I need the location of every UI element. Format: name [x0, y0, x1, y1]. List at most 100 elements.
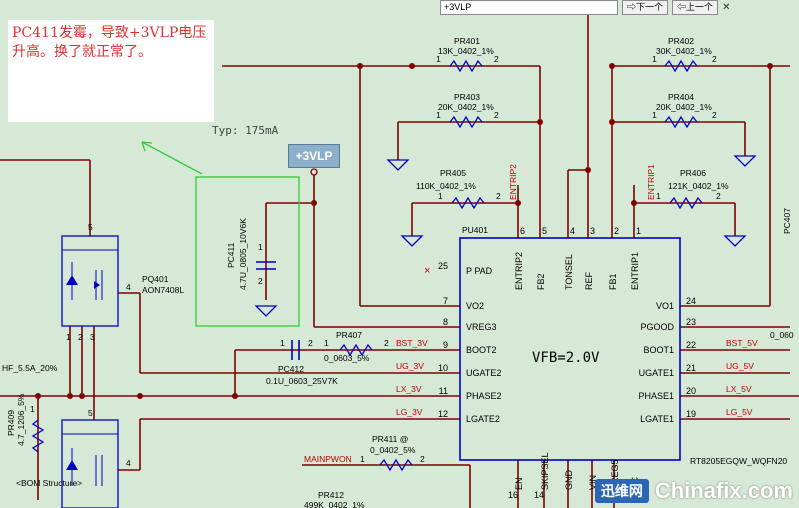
pr407-ref: PR407 — [336, 330, 362, 340]
net-entrip2: ENTRIP2 — [508, 164, 518, 200]
pin-num: 1 — [30, 404, 35, 414]
pin-num: 2 — [494, 110, 499, 120]
svg-text:×: × — [424, 265, 430, 277]
net-ug5v: UG_5V — [726, 361, 754, 371]
ic-center-text: VFB=2.0V — [532, 350, 600, 366]
find-next-button[interactable]: ⇨下一个 — [622, 0, 669, 15]
ic-pin-name: PGOOD — [640, 322, 674, 332]
ic-pin-name: BOOT1 — [643, 345, 674, 355]
net-mainpwon: MAINPWON — [304, 454, 352, 464]
arrow-right-icon: ⇨ — [627, 2, 637, 12]
ic-pin-name: UGATE2 — [466, 368, 501, 378]
find-toolbar: +3VLP ⇨下一个 ⇦上一个 ✕ — [440, 0, 799, 15]
net-lg5v: LG_5V — [726, 407, 753, 417]
pq401-value: AON7408L — [142, 285, 184, 295]
pin-num: 2 — [494, 54, 499, 64]
annotation-note: PC411发霉，导致+3VLP电压升高。换了就正常了。 — [8, 20, 214, 122]
ic-ref: PU401 — [462, 225, 488, 235]
ic-pin-name: VIN — [588, 475, 598, 490]
resistor-symbols — [31, 59, 703, 472]
pr406-value: 121K_0402_1% — [668, 181, 729, 191]
ic-pin-number: 10 — [438, 363, 448, 373]
pr401-value: 13K_0402_1% — [438, 46, 494, 56]
ic-pin-number: 3 — [590, 226, 595, 236]
pin-num: 1 — [436, 110, 441, 120]
arrow-left-icon: ⇦ — [677, 2, 687, 12]
pr406-ref: PR406 — [680, 168, 706, 178]
pr402-value: 30K_0402_1% — [656, 46, 712, 56]
ic-pin-name: FB1 — [608, 273, 618, 290]
ic-pin-number: 14 — [534, 490, 544, 500]
ic-pin-name: VREG5 — [610, 459, 620, 490]
annotation-text: PC411发霉，导致+3VLP电压升高。换了就正常了。 — [12, 25, 207, 60]
pin-num: 4 — [126, 282, 131, 292]
ic-pin-name: PHASE2 — [466, 391, 502, 401]
pin-num: 1 — [438, 191, 443, 201]
pc407-ref: PC407 — [782, 208, 792, 234]
ic-pin-number: 5 — [542, 226, 547, 236]
pin-num: 1 — [360, 454, 365, 464]
pin-num: 1 — [66, 332, 71, 342]
bom-structure: <BOM Structure> — [16, 478, 82, 488]
pc411-ref: PC411 — [226, 242, 236, 268]
pr412-value: 499K_0402_1% — [304, 500, 365, 508]
pin-num: 2 — [384, 338, 389, 348]
pc411-value: 4.7U_0805_10V6K — [238, 218, 248, 290]
ic-pin-name: GND — [564, 470, 574, 491]
net-hf: HF_5.5A_20% — [2, 363, 58, 373]
ic-pin-name: LGATE2 — [466, 414, 500, 424]
net-partial: 0_060 — [770, 330, 794, 340]
ic-pin-number: 8 — [443, 317, 448, 327]
pc412-ref: PC412 — [278, 364, 304, 374]
ic-pin-name: LGATE1 — [640, 414, 674, 424]
ic-pin-number: 16 — [508, 490, 518, 500]
pointer-arrow — [141, 141, 203, 175]
ic-pu401 — [459, 237, 681, 461]
ic-pin-name: ENTRIP2 — [514, 252, 524, 290]
ic-pin-name: P PAD — [466, 266, 493, 276]
pin-num: 2 — [420, 454, 425, 464]
ic-pin-name: VO1 — [656, 301, 674, 311]
net-bst5v: BST_5V — [726, 338, 758, 348]
ic-pin-name: BOOT2 — [466, 345, 497, 355]
ic-pin-number: 6 — [520, 226, 525, 236]
pin-num: 1 — [258, 242, 263, 252]
ic-pin-name: REF — [584, 271, 594, 290]
pin-num: 4 — [126, 458, 131, 468]
pin-num: 2 — [716, 191, 721, 201]
ic-pin-number: 9 — [443, 340, 448, 350]
ic-pin-name: VO2 — [466, 301, 484, 311]
pin-num: 2 — [712, 110, 717, 120]
ic-part: RT8205EGQW_WQFN20 — [690, 456, 787, 466]
net-badge-3vlp: +3VLP — [288, 144, 340, 168]
pr405-value: 110K_0402_1% — [416, 181, 476, 191]
find-prev-label: 上一个 — [686, 2, 714, 12]
ic-pin-number: 23 — [686, 317, 696, 327]
pr411-value: 0_0402_5% — [370, 445, 416, 455]
mosfet-pq401 — [61, 235, 119, 327]
ic-pin-number: 2 — [614, 226, 619, 236]
close-icon[interactable]: ✕ — [722, 2, 731, 13]
ic-pin-number: 20 — [686, 386, 696, 396]
pc412-value: 0.1U_0603_25V7K — [266, 376, 338, 386]
pq401-ref: PQ401 — [142, 274, 169, 284]
pin-num: 5 — [88, 222, 93, 232]
ic-pin-name: EN — [514, 477, 524, 490]
pr411-ref: PR411 @ — [372, 434, 408, 444]
net-lx3v: LX_3V — [396, 384, 422, 394]
pin-num: 2 — [496, 191, 501, 201]
pin-num: 1 — [280, 338, 285, 348]
typ-current-label: Typ: 175mA — [212, 124, 279, 137]
ic-pin-number: 4 — [570, 226, 575, 236]
pin-num: 2 — [258, 276, 263, 286]
ic-pin-number: 19 — [686, 409, 696, 419]
find-prev-button[interactable]: ⇦上一个 — [672, 0, 719, 15]
ic-pin-number: 21 — [686, 363, 696, 373]
ic-pin-labels: P PAD25VO27VREG38BOOT29UGATE210PHASE211L… — [438, 226, 696, 500]
find-next-label: 下一个 — [636, 2, 664, 12]
net-bst3v: BST_3V — [396, 338, 428, 348]
find-input[interactable]: +3VLP — [440, 0, 618, 15]
ic-pin-name: ENTRIP1 — [630, 252, 640, 290]
